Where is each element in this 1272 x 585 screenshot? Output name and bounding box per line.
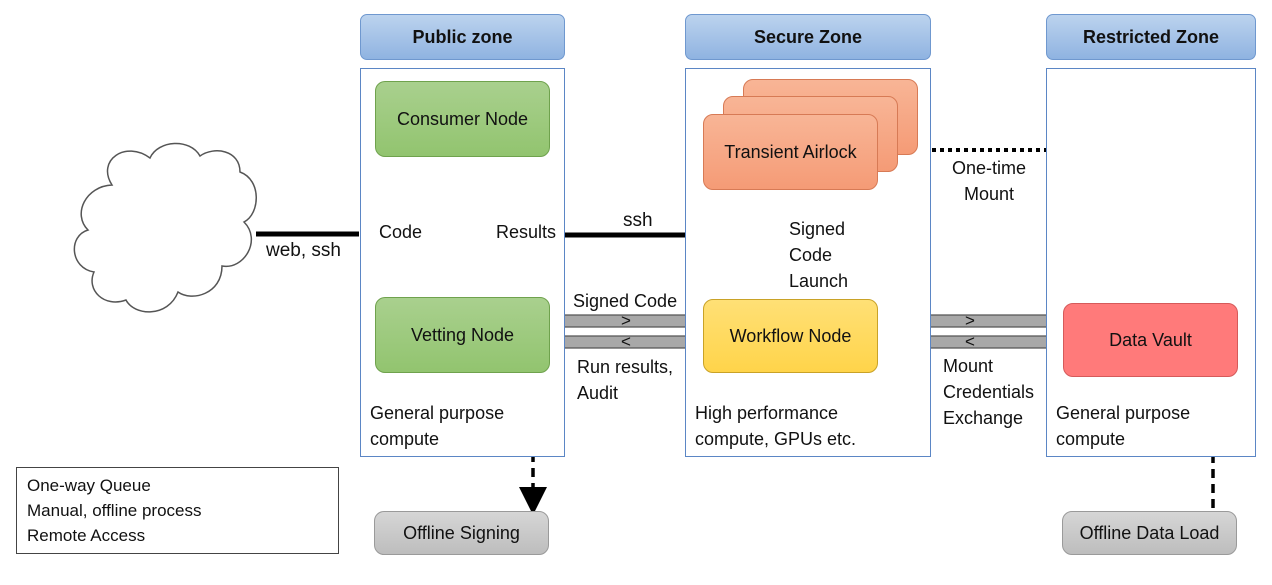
svg-text:<: < bbox=[621, 332, 631, 351]
internet-cloud-icon bbox=[73, 142, 257, 313]
legend: One-way Queue Manual, offline process Re… bbox=[16, 467, 339, 554]
svg-text:>: > bbox=[621, 311, 631, 330]
run-results-label: Run results,Audit bbox=[577, 357, 674, 403]
consumer-node[interactable]: Consumer Node bbox=[375, 81, 550, 157]
secure-zone-header: Secure Zone bbox=[685, 14, 931, 60]
data-vault-node[interactable]: Data Vault bbox=[1063, 303, 1238, 377]
public-zone-header: Public zone bbox=[360, 14, 565, 60]
legend-queue-label: One-way Queue bbox=[27, 476, 151, 495]
svg-text:<: < bbox=[965, 332, 975, 351]
svg-text:>: > bbox=[965, 311, 975, 330]
offline-signing-node[interactable]: Offline Signing bbox=[374, 511, 549, 555]
restricted-zone-box bbox=[1046, 68, 1256, 457]
run-results-queue: < bbox=[552, 332, 700, 351]
code-label: Code bbox=[379, 222, 423, 242]
legend-manual-label: Manual, offline process bbox=[27, 501, 202, 520]
signed-code-label: Signed Code bbox=[573, 291, 678, 311]
web-ssh-label: web, ssh bbox=[266, 240, 341, 261]
ssh-label: ssh bbox=[623, 210, 653, 231]
vetting-node[interactable]: Vetting Node bbox=[375, 297, 550, 373]
legend-remote-label: Remote Access bbox=[27, 526, 146, 545]
offline-data-load-node[interactable]: Offline Data Load bbox=[1062, 511, 1237, 555]
workflow-node[interactable]: Workflow Node bbox=[703, 299, 878, 373]
results-label: Results bbox=[496, 222, 557, 242]
transient-airlock-node[interactable]: Transient Airlock bbox=[703, 114, 878, 190]
restricted-zone-header: Restricted Zone bbox=[1046, 14, 1256, 60]
